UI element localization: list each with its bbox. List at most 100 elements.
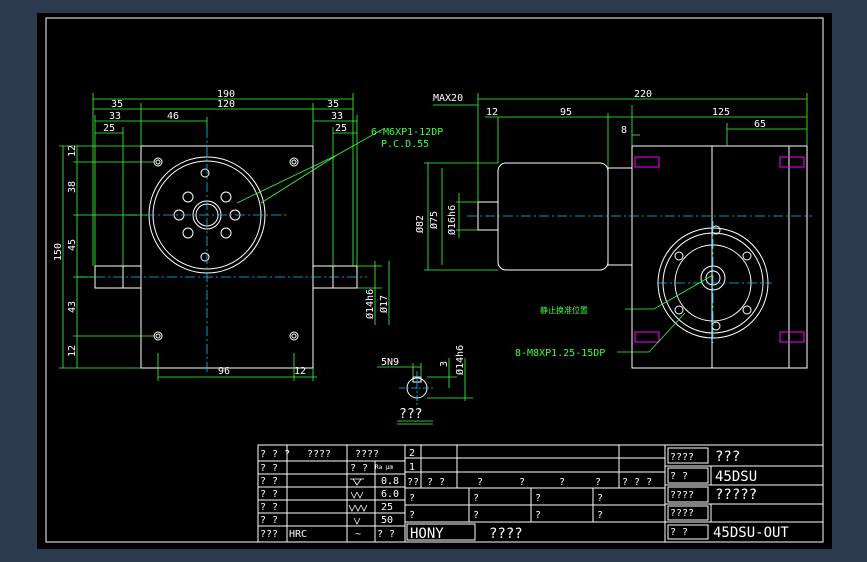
svg-text:?: ? [597,510,603,521]
svg-text:25: 25 [381,502,393,513]
holes-side-note: 8-M8XP1.25-15DP [515,348,605,359]
side-body [631,145,808,369]
svg-text:50: 50 [381,515,393,526]
svg-text:2: 2 [409,448,415,459]
front-dimension-lines [59,93,390,381]
dim-150: 150 [53,243,64,261]
svg-text:????: ???? [307,449,331,460]
svg-text:?: ? [409,493,415,504]
dim-125: 125 [712,107,730,118]
adapter-flange [607,167,633,266]
svg-text:? ?: ? ? [260,502,278,513]
title-block-left-text: ? ? ? ???? ???? ? ? ? ? ? ? 0.8 ? ? 6.0 … [260,449,399,540]
svg-text:6.0: 6.0 [381,489,399,500]
side-hidden-holes [634,156,805,343]
company-name: ???? [489,526,523,542]
section-label: ??? [399,407,422,422]
dim-8: 8 [621,125,627,136]
company-logo: HONY [410,526,444,542]
svg-text:????: ???? [670,508,694,519]
dim-25-right: 25 [335,123,347,134]
svg-text:?: ? [473,510,479,521]
front-centerlines [77,128,367,373]
svg-text:? ?: ? ? [427,477,445,488]
svg-text:?: ? [519,477,525,488]
svg-text:? ?: ? ? [260,515,278,526]
title-block [257,444,824,543]
drawing-number: 45DSU-OUT [713,525,789,541]
dim-35-right: 35 [327,99,339,110]
title-block-right-text: ???? ??? ? ? 45DSU ???? ????? ???? ? ? 4… [670,449,789,541]
dim-190: 190 [217,89,235,100]
side-dimension-text: MAX20 220 12 95 125 8 65 Ø82 Ø75 Ø16h6 静… [414,89,766,359]
svg-text:????: ???? [355,449,379,460]
svg-text:????: ???? [670,452,694,463]
cad-drawing: 190 120 35 35 33 33 46 25 25 12 38 150 4… [45,17,824,543]
dim-16h6: Ø16h6 [446,205,458,235]
svg-text:0.8: 0.8 [381,476,399,487]
dim-35-left: 35 [111,99,123,110]
dim-12-top: 12 [67,145,78,157]
dim-max20: MAX20 [433,93,463,104]
side-centerlines [467,215,812,343]
svg-text:? ?: ? ? [670,471,688,482]
svg-text:???: ??? [260,529,278,540]
roughness-symbols [348,478,368,525]
dim-96: 96 [218,366,230,377]
svg-text:? ?: ? ? [260,463,278,474]
front-view [94,145,358,369]
svg-text:HRC: HRC [289,529,307,540]
stop-position-note: 静止换准位置 [540,305,588,315]
dim-65: 65 [754,119,766,130]
dim-shaft-14h6: Ø14h6 [364,289,376,319]
dim-key-3: 3 [439,361,450,367]
model-name: 45DSU [715,469,757,485]
svg-text:? ?: ? ? [260,489,278,500]
dim-12-bottom-right: 12 [294,366,306,377]
svg-text:?????: ????? [715,487,757,503]
dim-shaft-17: Ø17 [378,295,390,313]
dim-75: Ø75 [428,211,440,229]
svg-text:?: ? [473,493,479,504]
dim-38: 38 [67,181,78,193]
svg-text:?: ? [597,493,603,504]
dim-120: 120 [217,99,235,110]
title-block-mid-text: 2 1 ?? ? ? ? ? ? ? ? ? ? ? ? ? ? ? ? ? ?… [407,448,652,542]
dim-12-side: 12 [486,107,498,118]
dim-43: 43 [67,301,78,313]
side-view [477,145,808,369]
dim-46: 46 [167,111,179,122]
svg-text:? ? ?: ? ? ? [260,449,290,460]
svg-text:???: ??? [715,449,740,465]
svg-text:? ?: ? ? [670,527,688,538]
motor-adapter [497,162,609,271]
pcd-note: P.C.D.55 [381,139,429,150]
dim-33-right: 33 [331,111,343,122]
dim-95: 95 [560,107,572,118]
svg-text:?: ? [535,510,541,521]
holes-top-note: 6-M6XP1-12DP [371,127,443,138]
dim-45: 45 [67,239,78,251]
svg-text:?: ? [535,493,541,504]
dim-12-bottom: 12 [67,345,78,357]
svg-text:?: ? [409,510,415,521]
side-dimension-lines [424,93,808,353]
svg-text:?: ? [477,477,483,488]
svg-text:? ? ?: ? ? ? [622,477,652,488]
svg-text:?: ? [595,477,601,488]
svg-text:? ?: ? ? [350,463,368,474]
front-dimension-text: 190 120 35 35 33 33 46 25 25 12 38 150 4… [53,89,443,377]
svg-text:? ?: ? ? [377,529,395,540]
svg-text:?: ? [559,477,565,488]
dim-5n9: 5N9 [381,357,399,368]
front-body [140,145,314,369]
svg-text:1: 1 [409,462,415,473]
dim-25-left: 25 [103,123,115,134]
svg-text:? ?: ? ? [260,476,278,487]
svg-text:????: ???? [670,490,694,501]
dim-220: 220 [634,89,652,100]
dim-33-left: 33 [109,111,121,122]
dim-key-14h6: Ø14h6 [454,345,466,375]
svg-text:Ra μm: Ra μm [375,464,393,471]
dim-82: Ø82 [414,215,426,233]
